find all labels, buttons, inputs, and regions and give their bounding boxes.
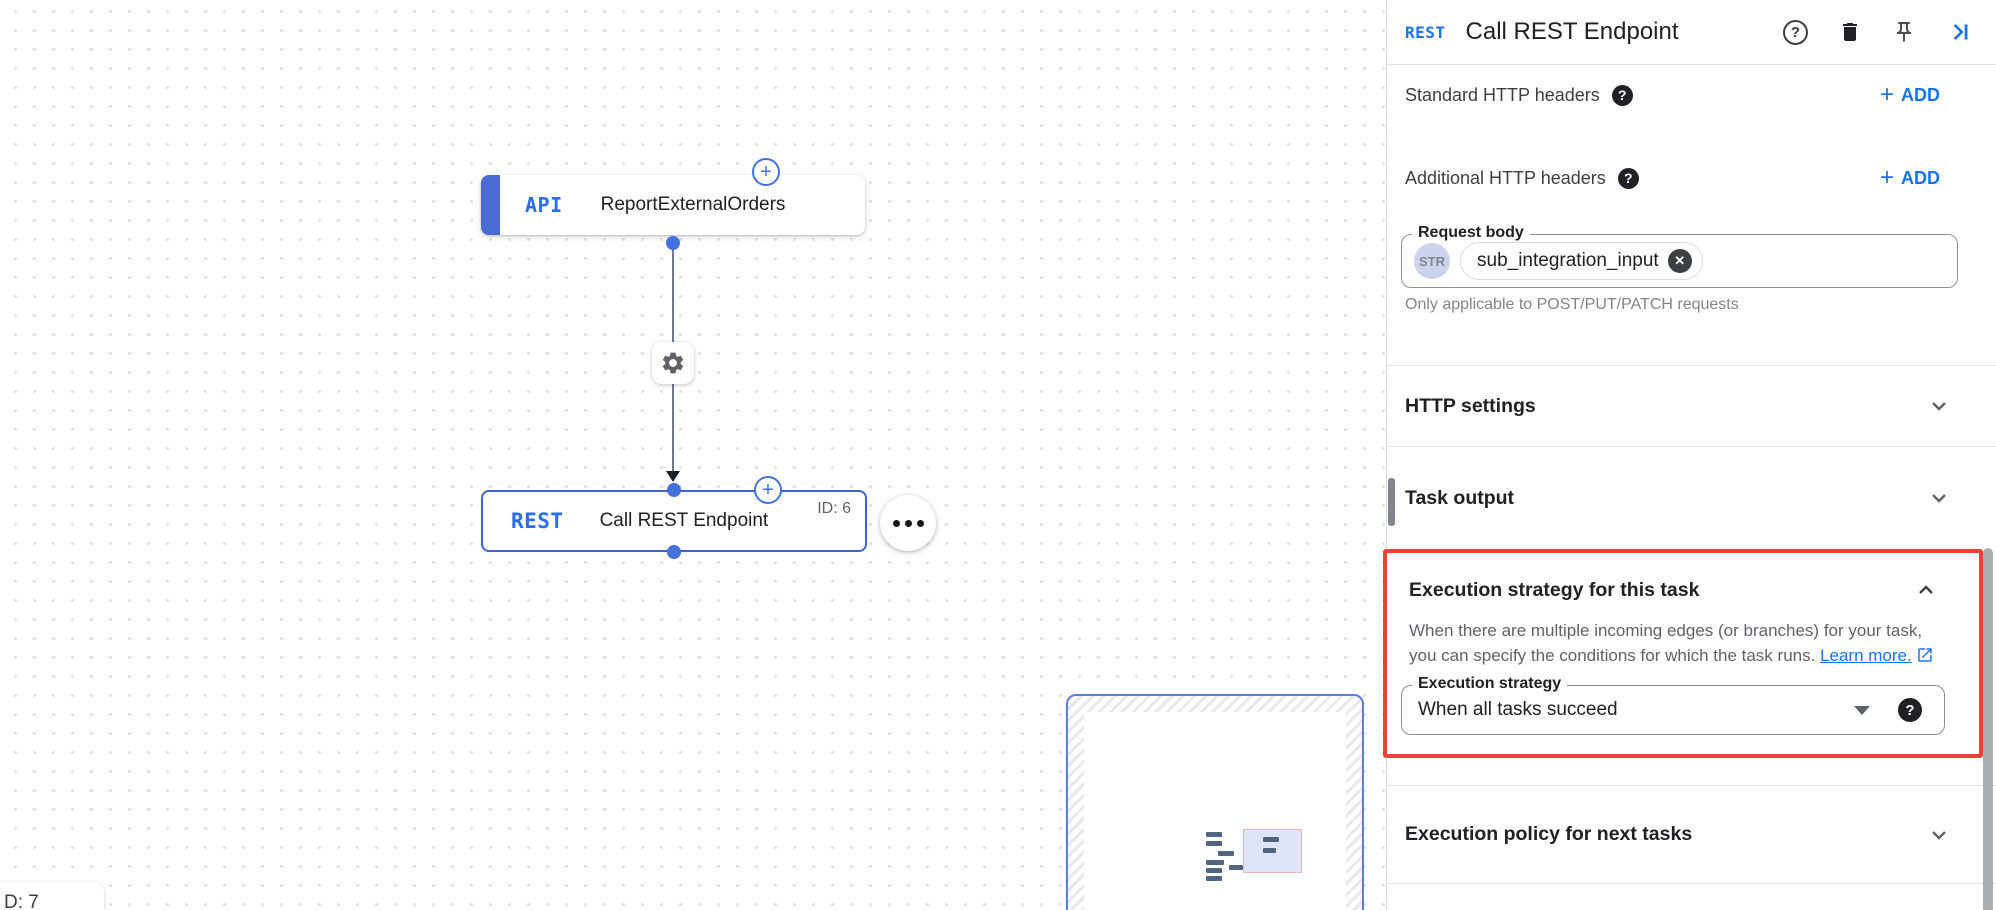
additional-http-headers-row: Additional HTTP headers ? + ADD — [1405, 160, 1940, 196]
edge-settings-button[interactable] — [652, 342, 694, 384]
connection-port-in[interactable] — [667, 483, 681, 497]
panel-title: Call REST Endpoint — [1465, 18, 1679, 45]
plus-icon: + — [1879, 164, 1894, 191]
delete-icon[interactable] — [1838, 20, 1862, 44]
node-accent-bar — [481, 175, 500, 235]
pin-icon[interactable] — [1892, 20, 1916, 44]
standard-http-headers-row: Standard HTTP headers ? + ADD — [1405, 77, 1940, 113]
chevron-down-icon[interactable] — [1926, 393, 1952, 419]
divider — [1387, 446, 1996, 447]
add-additional-header-button[interactable]: + ADD — [1879, 164, 1940, 191]
learn-more-link[interactable]: Learn more. — [1820, 646, 1912, 665]
section-http-settings[interactable]: HTTP settings — [1387, 366, 1996, 446]
execution-strategy-highlight-box: Execution strategy for this task When th… — [1383, 549, 1983, 758]
execution-strategy-value: When all tasks succeed — [1418, 699, 1618, 720]
add-standard-header-button[interactable]: + ADD — [1879, 81, 1940, 108]
panel-scrollbar[interactable] — [1983, 548, 1993, 910]
dot-icon — [904, 519, 912, 527]
chevron-down-icon[interactable] — [1926, 485, 1952, 511]
help-icon[interactable]: ? — [1898, 698, 1922, 722]
edge-arrowhead-icon — [666, 471, 680, 482]
node-call-rest-endpoint[interactable]: REST Call REST Endpoint ID: 6 — [481, 490, 867, 552]
rest-badge: REST — [1405, 22, 1446, 42]
section-execution-policy[interactable]: Execution policy for next tasks — [1387, 786, 1996, 883]
standard-http-headers-label: Standard HTTP headers — [1405, 84, 1600, 105]
suggestion-drop-zone[interactable] — [1066, 694, 1364, 910]
help-icon[interactable]: ? — [1783, 19, 1808, 45]
gear-icon — [662, 352, 684, 374]
execution-strategy-select[interactable]: Execution strategy When all tasks succee… — [1401, 675, 1945, 735]
add-task-button[interactable]: + — [754, 476, 782, 504]
collapse-panel-icon[interactable] — [1946, 19, 1972, 45]
node-title: Call REST Endpoint — [599, 510, 769, 531]
external-link-icon — [1917, 648, 1932, 662]
node-id-badge: D: 7 — [4, 892, 39, 910]
dropdown-caret-icon[interactable] — [1854, 705, 1870, 715]
dot-icon — [892, 519, 900, 527]
connection-port-out[interactable] — [666, 236, 680, 250]
remove-variable-icon[interactable]: ✕ — [1667, 249, 1692, 273]
node-id-badge: ID: 6 — [817, 500, 851, 517]
plus-icon: + — [762, 479, 774, 501]
help-icon[interactable]: ? — [1611, 84, 1633, 106]
node-report-external-orders[interactable]: API ReportExternalOrders — [481, 175, 865, 235]
divider — [1387, 883, 1996, 884]
dot-icon — [916, 519, 924, 527]
execution-strategy-field-label: Execution strategy — [1412, 675, 1568, 693]
additional-http-headers-label: Additional HTTP headers — [1405, 167, 1606, 188]
drop-zone-inner — [1084, 712, 1346, 910]
task-config-panel: REST Call REST Endpoint ? Standard HTTP … — [1383, 0, 1996, 910]
plus-icon: + — [760, 161, 772, 183]
plus-icon: + — [1879, 81, 1894, 108]
request-body-label: Request body — [1412, 224, 1530, 242]
node-more-actions-button[interactable] — [880, 495, 936, 551]
request-body-field[interactable]: Request body STR sub_integration_input ✕ — [1401, 224, 1958, 288]
scroll-position-indicator — [1388, 478, 1395, 526]
request-body-helper: Only applicable to POST/PUT/PATCH reques… — [1405, 296, 1739, 313]
section-task-output[interactable]: Task output — [1387, 447, 1996, 549]
divider — [1387, 785, 1996, 786]
connection-port-out[interactable] — [667, 545, 681, 559]
variable-chip[interactable]: sub_integration_input ✕ — [1460, 242, 1703, 280]
section-execution-strategy[interactable]: Execution strategy for this task — [1387, 569, 1979, 611]
chevron-down-icon[interactable] — [1926, 822, 1952, 848]
partial-node-card[interactable]: D: 7 — [0, 882, 104, 910]
api-type-label: API — [525, 193, 563, 217]
string-type-chip: STR — [1414, 243, 1450, 279]
workflow-canvas[interactable]: API ReportExternalOrders + REST Call RES… — [0, 0, 1386, 910]
panel-header: REST Call REST Endpoint ? — [1387, 0, 1996, 65]
execution-strategy-description: When there are multiple incoming edges (… — [1409, 618, 1957, 668]
rest-type-label: REST — [511, 509, 564, 533]
add-task-button[interactable]: + — [752, 158, 780, 186]
help-icon[interactable]: ? — [1617, 167, 1639, 189]
chevron-up-icon[interactable] — [1913, 577, 1939, 603]
node-title: ReportExternalOrders — [600, 194, 786, 215]
divider — [1387, 365, 1996, 366]
mapping-illustration-icon — [1204, 818, 1334, 896]
